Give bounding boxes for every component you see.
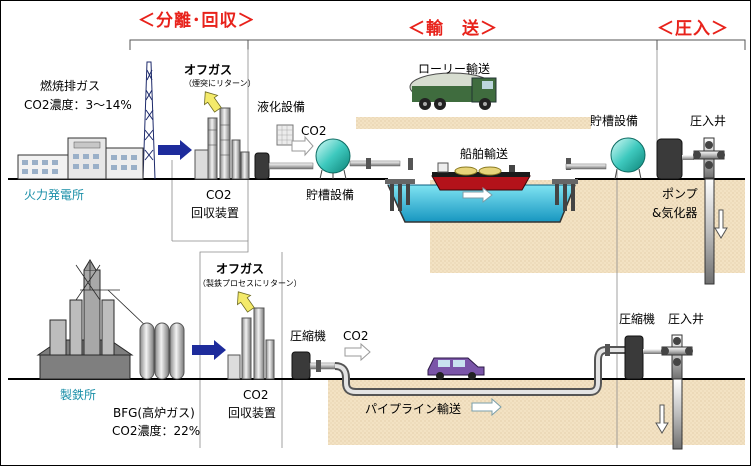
liquefaction-label: 液化設備: [257, 100, 306, 114]
lorry-icon: [409, 72, 497, 110]
compressor-right-label: 圧縮機: [619, 312, 656, 326]
capture-power-line2: 回収装置: [191, 206, 240, 220]
pipeline: [309, 344, 625, 417]
pump-label-line2: &気化器: [652, 206, 698, 220]
co2-arrow-steel-icon: [344, 342, 371, 362]
gas-holder-icon: [139, 322, 185, 380]
off-gas-note-label: （煙突にリターン）: [184, 79, 256, 88]
flue-gas-arrow-icon: [158, 140, 192, 160]
capture-plant-icon: [194, 107, 250, 180]
capture-plant-steel-icon: [227, 307, 275, 380]
storage-sphere-left-icon: [315, 138, 351, 174]
off-gas-return-arrow-icon: [203, 91, 222, 113]
chimney-icon: [142, 61, 156, 180]
capture-power-line1: CO2: [206, 188, 232, 202]
pipeline-flow-arrow-icon: [471, 397, 502, 417]
section-brackets: [129, 39, 746, 50]
flue-gas-label: 燃焼排ガス: [40, 79, 101, 93]
injection-site-upper: [610, 137, 728, 285]
steel-works-name: 製鉄所: [60, 388, 97, 402]
lorry-label: ローリー輸送: [418, 62, 491, 76]
capture-steel-line1: CO2: [243, 388, 269, 402]
storage-left-label: 貯槽設備: [306, 188, 355, 202]
ship-icon: [431, 162, 531, 191]
liquefaction-unit-icon: [254, 152, 270, 180]
capture-steel-line2: 回収装置: [228, 406, 277, 420]
harbor: [385, 158, 607, 223]
water-basin: [387, 184, 576, 223]
storage-right-label: 貯槽設備: [590, 114, 639, 128]
header-separation: ＜分離･回収＞: [138, 11, 256, 31]
injection-well-label: 圧入井: [690, 114, 727, 128]
injection-site-lower: [624, 334, 693, 450]
compressor-left-icon: [291, 351, 311, 380]
pump-label-line1: ポンプ: [662, 187, 698, 201]
header-transport: ＜輸 送＞: [408, 19, 498, 39]
wellhead-lower-icon: [661, 334, 693, 380]
header-injection: ＜圧入＞: [657, 19, 729, 39]
power-plant: [17, 61, 401, 180]
pipeline-label: パイプライン輸送: [365, 402, 462, 416]
off-gas-return-arrow-steel-icon: [236, 291, 255, 313]
pump-icon: [656, 138, 683, 180]
off-gas-steel-label: オフガス: [216, 262, 265, 276]
ship-flow-arrow-icon: [462, 186, 493, 204]
steel-works: [36, 259, 371, 380]
injection-down-arrow-upper-icon: [714, 209, 728, 239]
co2-arrow-icon: [291, 135, 314, 157]
co2-label-steel: CO2: [343, 329, 369, 343]
blast-furnace-icon: [36, 259, 134, 380]
storage-sphere-right-icon: [610, 137, 646, 173]
co2-concentration-power-label: CO2濃度：3～14%: [24, 98, 132, 112]
compressor-right-icon: [624, 335, 644, 380]
wellhead-upper-icon: [693, 137, 725, 179]
bfg-label: BFG(高炉ガス): [113, 406, 195, 420]
off-gas-label: オフガス: [184, 63, 233, 77]
well-pipe-upper: [704, 178, 715, 285]
co2-label-power: CO2: [301, 124, 327, 138]
car-icon: [427, 357, 485, 380]
off-gas-steel-note-label: （製鉄プロセスにリターン）: [198, 279, 302, 288]
injection-down-arrow-lower-icon: [655, 404, 669, 434]
compressor-label: 圧縮機: [290, 329, 327, 343]
power-plant-name: 火力発電所: [24, 188, 85, 202]
ship-label: 船舶輸送: [460, 147, 509, 161]
injection-well-lower-label: 圧入井: [668, 312, 705, 326]
bfg-arrow-icon: [192, 340, 226, 360]
well-pipe-lower: [672, 378, 683, 450]
co2-concentration-steel-label: CO2濃度：22%: [112, 424, 201, 438]
